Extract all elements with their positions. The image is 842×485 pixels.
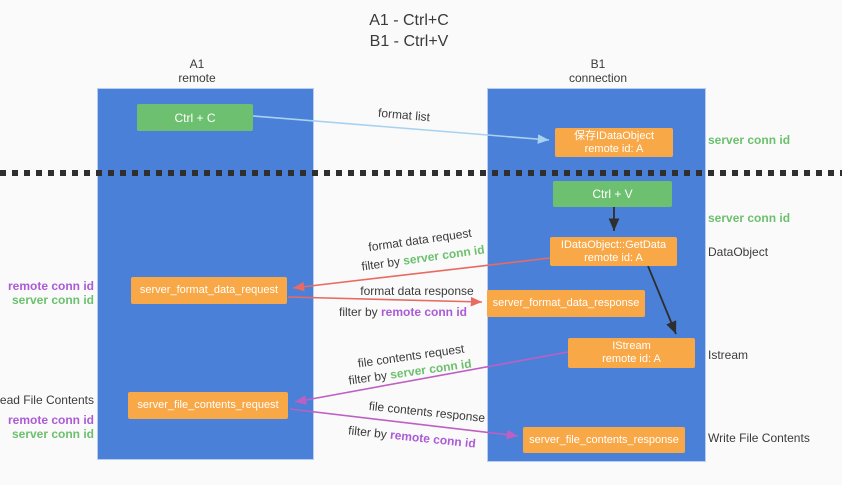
column-header-b1: B1 connection <box>538 57 658 85</box>
column-b1-name: B1 <box>590 57 606 71</box>
label-istream: Istream <box>708 348 749 362</box>
label-format-list: format list <box>377 105 431 125</box>
node-getdata-line2: remote id: A <box>584 251 643 264</box>
filter4-prefix: filter by <box>347 423 391 442</box>
node-getdata-line1: IDataObject::GetData <box>560 238 667 251</box>
label-format-data-response: format data response <box>360 284 474 298</box>
filter2-value: remote conn id <box>381 305 468 319</box>
node-server-file-contents-request: server_file_contents_request <box>128 392 288 419</box>
node-format-request-label: server_format_data_request <box>139 284 279 296</box>
node-ctrl-v: Ctrl + V <box>553 181 672 207</box>
column-b1-role: connection <box>568 71 628 85</box>
label-server-conn-id-right-2: server conn id <box>708 211 791 225</box>
node-istream-line1: IStream <box>612 340 651 352</box>
label-file-contents-response: file contents response <box>368 398 486 426</box>
filter3-prefix: filter by <box>347 367 392 388</box>
column-header-a1: A1 remote <box>137 57 257 85</box>
node-istream: IStream remote id: A <box>568 338 695 368</box>
label-remote-conn-id-left-2: remote conn id <box>7 413 94 427</box>
label-filter-by-remote-conn-id-1: filter by remote conn id <box>339 305 467 319</box>
filter1-prefix: filter by <box>360 253 405 274</box>
title-line-2: B1 - Ctrl+V <box>369 33 449 50</box>
node-server-format-data-request: server_format_data_request <box>131 277 287 304</box>
label-dataobject: DataObject <box>708 245 769 259</box>
node-file-response-label: server_file_contents_response <box>529 433 679 446</box>
label-filter-by-remote-conn-id-2: filter by remote conn id <box>348 423 477 450</box>
label-server-conn-id-left-1: server conn id <box>11 293 94 307</box>
node-format-response-label: server_format_data_response <box>492 297 640 309</box>
label-write-file-contents: Write File Contents <box>708 431 810 445</box>
node-istream-line2: remote id: A <box>602 353 661 365</box>
node-server-format-data-response: server_format_data_response <box>487 290 645 317</box>
label-server-conn-id-left-2: server conn id <box>11 427 94 441</box>
node-ctrl-v-label: Ctrl + V <box>592 187 633 201</box>
filter2-prefix: filter by <box>338 305 381 319</box>
node-save-idataobject-line1: 保存IDataObject <box>573 129 655 142</box>
node-idataobject-getdata: IDataObject::GetData remote id: A <box>550 237 677 266</box>
node-ctrl-c: Ctrl + C <box>137 104 253 131</box>
node-file-request-label: server_file_contents_request <box>137 399 279 411</box>
filter4-value: remote conn id <box>389 427 477 451</box>
label-server-conn-id-right-1: server conn id <box>708 133 791 147</box>
label-remote-conn-id-left-1: remote conn id <box>7 279 94 293</box>
label-read-file-contents: Read File Contents <box>0 393 94 407</box>
dotted-separator-line <box>0 170 842 176</box>
node-ctrl-c-label: Ctrl + C <box>174 110 216 125</box>
node-save-idataobject: 保存IDataObject remote id: A <box>555 128 673 157</box>
column-a1-role: remote <box>178 71 216 85</box>
column-a1-name: A1 <box>189 57 205 71</box>
node-server-file-contents-response: server_file_contents_response <box>523 427 685 453</box>
node-save-idataobject-line2: remote id: A <box>584 142 644 155</box>
title-line-1: A1 - Ctrl+C <box>369 12 449 29</box>
diagram-title: A1 - Ctrl+C B1 - Ctrl+V <box>289 10 529 52</box>
